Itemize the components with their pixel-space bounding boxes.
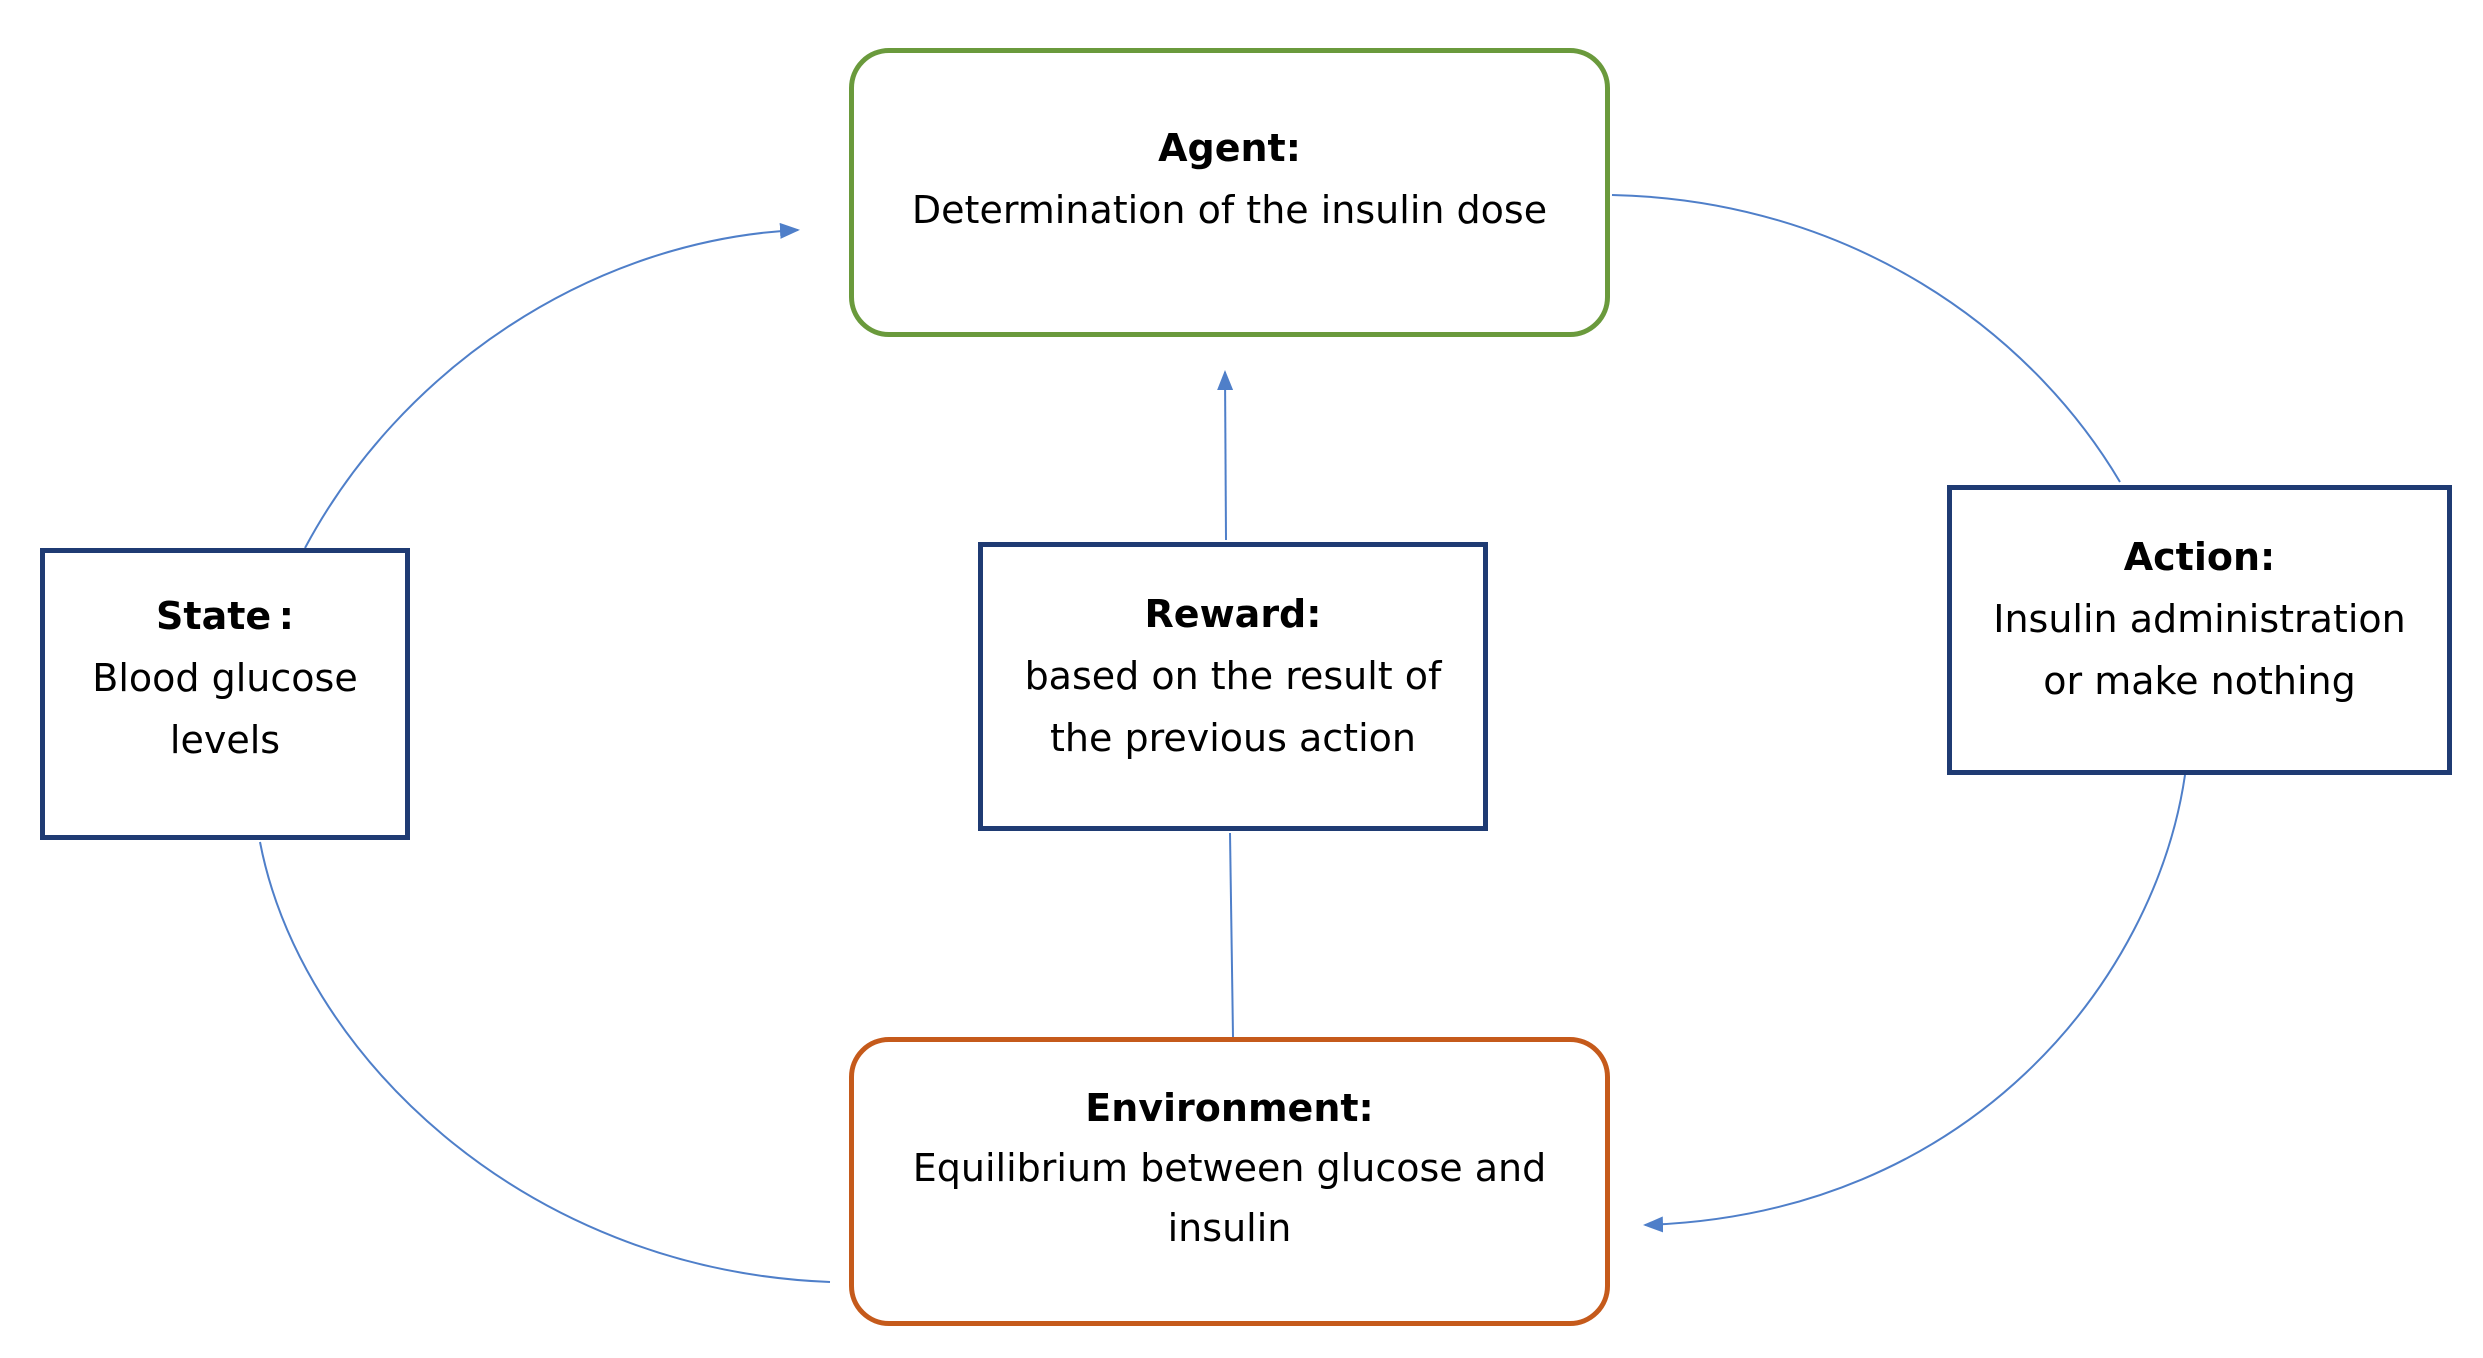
reward-description: based on the result of the previous acti…: [1024, 654, 1442, 760]
state-title: State :: [156, 594, 294, 638]
edge-agent-to-action: [1611, 194, 2121, 483]
edge-environment-to-state: [259, 841, 831, 1283]
reward-node: Reward: based on the result of the previ…: [978, 542, 1488, 831]
state-description: Blood glucose levels: [92, 656, 358, 762]
environment-description: Equilibrium between glucose and insulin: [912, 1146, 1547, 1250]
edge-reward-to-agent: [1217, 370, 1234, 541]
action-node: Action: Insulin administration or make n…: [1947, 485, 2452, 775]
edge-environment-to-reward: [1229, 832, 1234, 1038]
action-description: Insulin administration or make nothing: [1993, 597, 2406, 703]
environment-node: Environment: Equilibrium between glucose…: [849, 1037, 1610, 1326]
agent-title: Agent:: [1158, 126, 1301, 170]
environment-title: Environment:: [1085, 1086, 1374, 1130]
state-node: State : Blood glucose levels: [40, 548, 410, 840]
action-title: Action:: [2123, 535, 2276, 579]
edge-action-to-environment: [1643, 774, 2186, 1233]
reward-title: Reward:: [1144, 592, 1322, 636]
agent-description: Determination of the insulin dose: [911, 188, 1548, 232]
edge-state-to-agent: [304, 222, 800, 549]
agent-node: Agent: Determination of the insulin dose: [849, 48, 1610, 337]
